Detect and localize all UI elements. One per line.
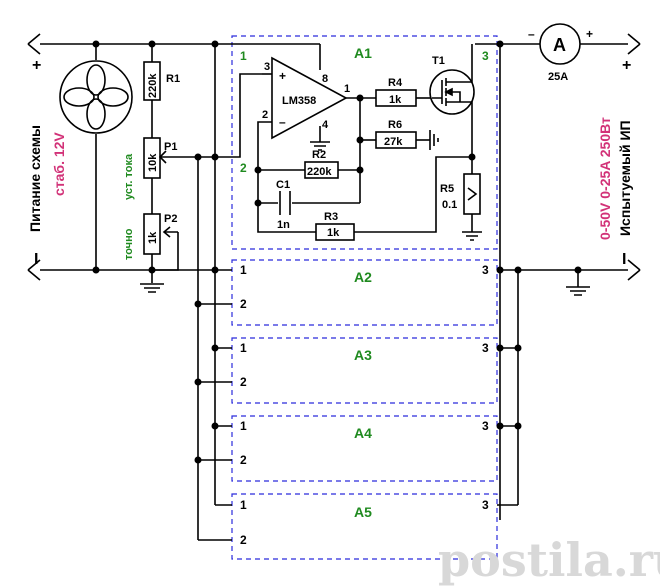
r3-ref: R3 [324, 211, 338, 223]
r6-ref: R6 [388, 119, 402, 131]
r3-to-r5 [354, 156, 472, 233]
a4-name: A4 [354, 425, 372, 441]
r6-value: 27k [384, 136, 403, 148]
ammeter-symbol: A [553, 35, 566, 55]
a3-pin1: 1 [240, 341, 247, 355]
r5-ref: R5 [440, 183, 454, 195]
left-title: Питание схемы [27, 125, 43, 232]
left-spec: стаб. 12V [51, 132, 67, 196]
right-plus-arrow [627, 33, 641, 55]
watermark: postila.ru [438, 533, 660, 586]
p1-value: 10k [147, 153, 159, 172]
c1-value: 1n [277, 219, 290, 231]
a2-pin1: 1 [240, 263, 247, 277]
p1-wiper-arrow [158, 150, 167, 164]
p2-value: 1k [147, 231, 159, 244]
a1-pin2: 2 [240, 161, 247, 175]
inv-input-wire [257, 121, 316, 233]
pin-1-label: 1 [344, 83, 350, 95]
a5-pin3: 3 [482, 498, 489, 512]
p2-wiper [152, 231, 179, 271]
left-minus: I [34, 251, 38, 268]
r2-body [304, 161, 339, 179]
left-plus: + [32, 57, 41, 74]
a5-pin2: 2 [240, 533, 247, 547]
r5-body [463, 173, 481, 215]
r4-value: 1k [389, 94, 402, 106]
a1-pin3: 3 [482, 49, 489, 63]
a3-pin2: 2 [240, 375, 247, 389]
p2-label: точно [123, 228, 135, 260]
r3-value: 1k [327, 227, 340, 239]
module-a2-box [231, 259, 498, 326]
right-spec: 0-50V 0-25A 250Вт [597, 117, 613, 240]
pin-2-label: 2 [262, 109, 268, 121]
p1-label: уст. тока [123, 153, 135, 200]
right-plus: + [622, 57, 631, 74]
module-a5-box [231, 493, 498, 560]
t1-ref: T1 [432, 55, 445, 67]
a5-name: A5 [354, 504, 372, 520]
r5-mark [467, 187, 478, 201]
r1-value: 220k [147, 73, 159, 98]
a1-name: A1 [354, 45, 372, 61]
a2-pin2: 2 [240, 297, 247, 311]
a4-pin1: 1 [240, 419, 247, 433]
pin-3-label: 3 [264, 61, 270, 73]
ammeter-circle [539, 23, 581, 65]
right-ground-symbol [566, 286, 590, 296]
ammeter-plus: + [586, 27, 593, 41]
right-minus: I [622, 251, 626, 268]
a2-name: A2 [354, 269, 372, 285]
a4-pin3: 3 [482, 419, 489, 433]
r5-ground [462, 231, 482, 241]
pin-4-label: 4 [322, 119, 329, 131]
c1-plates [279, 191, 291, 215]
r6-ground [429, 130, 439, 150]
opamp-name: LM358 [282, 95, 316, 107]
pin-8-label: 8 [322, 73, 328, 85]
ammeter-rating: 25A [548, 71, 568, 83]
r2-value: 220k [307, 166, 332, 178]
c1-ref: C1 [276, 179, 290, 191]
a2-pin3: 3 [482, 263, 489, 277]
left-minus-arrow [27, 259, 41, 281]
r1-body [143, 61, 161, 101]
left-plus-arrow [27, 33, 41, 55]
opamp-minus: – [279, 115, 286, 129]
right-title: Испытуемый ИП [617, 120, 633, 236]
p1-to-pin2 [198, 73, 262, 158]
t1-symbol [432, 44, 473, 120]
p2-wiper-arrow [162, 226, 171, 238]
r5-value: 0.1 [442, 199, 457, 211]
p2-body [143, 213, 161, 255]
p1-ref: P1 [164, 141, 177, 153]
a5-pin1: 1 [240, 498, 247, 512]
a3-name: A3 [354, 347, 372, 363]
opamp-plus: + [279, 69, 286, 83]
a4-pin2: 2 [240, 453, 247, 467]
module-a3-box [231, 337, 498, 404]
r1-ref: R1 [166, 73, 180, 85]
r2-ref: R2 [312, 149, 326, 161]
module-a4-box [231, 415, 498, 482]
a5-stubs [198, 504, 518, 541]
opamp-body [271, 56, 348, 140]
fan-circle [59, 60, 133, 134]
r4-ref: R4 [388, 77, 403, 89]
opamp-ground [310, 141, 330, 151]
junction-dots [92, 40, 582, 464]
a3-pin3: 3 [482, 341, 489, 355]
p2-ref: P2 [164, 213, 177, 225]
right-minus-arrow [627, 259, 641, 281]
module-a1-box [231, 35, 498, 250]
a1-pin1: 1 [240, 49, 247, 63]
ammeter-minus: – [528, 27, 535, 41]
divider-ground [140, 283, 164, 293]
fan-icon [63, 64, 129, 130]
